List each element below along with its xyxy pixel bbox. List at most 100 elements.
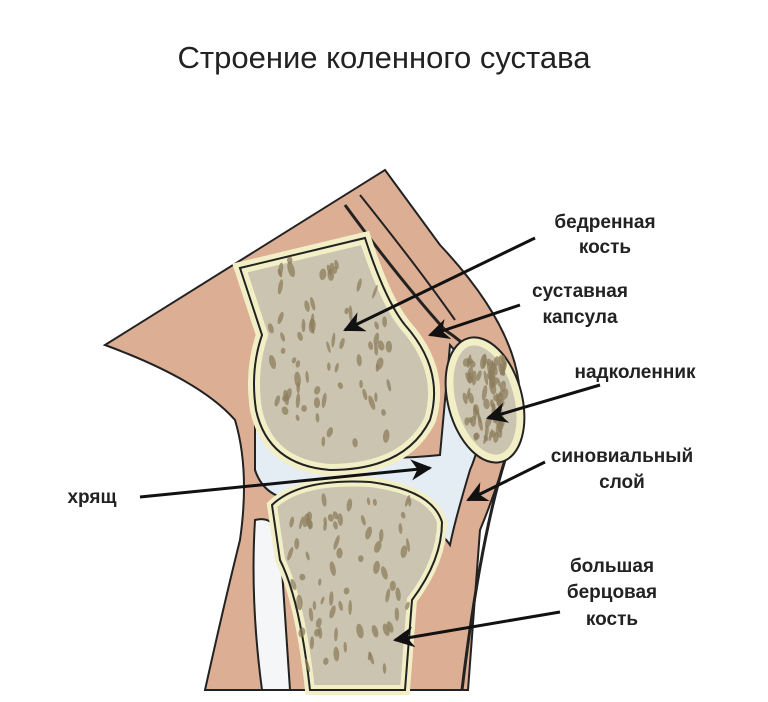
bone-spot — [379, 528, 384, 543]
bone-spot — [295, 360, 301, 368]
bone-spot — [462, 392, 468, 405]
bone-spot — [473, 404, 477, 420]
bone-spot — [281, 406, 289, 415]
bone-spot — [404, 495, 411, 507]
bone-spot — [362, 388, 368, 401]
bone-spot — [473, 432, 479, 441]
bone-spot — [294, 537, 300, 550]
label-capsule-1: суставная — [532, 281, 628, 302]
bone-spot — [337, 382, 343, 389]
synovial-pointer — [466, 460, 546, 502]
bone-spot — [352, 438, 358, 448]
bone-spot — [280, 332, 286, 342]
bone-spot — [290, 579, 297, 590]
bone-spot — [374, 392, 378, 402]
bone-texture — [267, 256, 509, 674]
bone-spot — [305, 516, 313, 529]
bone-spot — [274, 395, 281, 407]
label-synovial-1: синовиальный — [551, 446, 693, 467]
bone-spot — [372, 284, 378, 299]
bone-spot — [389, 580, 396, 591]
bone-spot — [385, 588, 391, 603]
bone-spot — [356, 354, 362, 367]
bone-spot — [305, 551, 310, 561]
bone-spot — [381, 409, 386, 416]
bone-spot — [329, 561, 336, 576]
bone-spot — [299, 573, 306, 581]
bone-spot — [493, 356, 500, 367]
bone-spot — [486, 361, 491, 376]
bone-spot — [323, 657, 329, 666]
bone-spot — [400, 545, 408, 558]
bone-spot — [395, 587, 401, 601]
bone-spot — [483, 370, 489, 386]
bone-spot — [277, 268, 283, 278]
bone-spot — [464, 417, 470, 426]
label-femur-2: кость — [579, 237, 631, 258]
bone-spot — [493, 432, 499, 443]
capsule-pointer — [428, 303, 521, 339]
bone-spot — [382, 429, 390, 443]
bone-spot — [359, 379, 363, 389]
bone-spot — [358, 555, 364, 563]
diagram-title: Строение коленного сустава — [177, 40, 591, 75]
bone-spot — [405, 601, 410, 610]
bone-spot — [374, 540, 382, 553]
bone-spot — [315, 617, 322, 628]
bone-spot — [489, 374, 496, 389]
bone-spot — [339, 338, 345, 350]
bone-spot — [499, 380, 506, 393]
bone-spot — [360, 515, 366, 526]
bone-spot — [304, 300, 310, 312]
bone-spot — [366, 497, 371, 506]
bone-spot — [326, 264, 332, 276]
bone-spot — [308, 318, 316, 333]
bone-spot — [287, 261, 295, 278]
bone-spot — [297, 331, 303, 341]
bone-spot — [346, 498, 353, 512]
bone-spot — [294, 371, 301, 388]
bone-spot — [323, 522, 327, 531]
bone-spot — [327, 362, 331, 371]
bone-spot — [348, 599, 352, 616]
bone-spot — [400, 511, 406, 519]
bone-spot — [338, 600, 343, 611]
bone-spot — [374, 343, 379, 356]
bone-spot — [368, 395, 376, 410]
bone-spot — [268, 355, 277, 370]
bone-spot — [321, 436, 326, 447]
bone-spot — [477, 416, 483, 431]
bone-spot — [356, 278, 362, 292]
bone-spot — [321, 392, 327, 408]
patella-pointer — [485, 383, 601, 423]
bone-spot — [380, 566, 388, 580]
bone-spot — [280, 347, 286, 354]
bone-spot — [329, 591, 334, 606]
bone-spot — [298, 627, 306, 638]
bone-spot — [398, 522, 403, 535]
bone-spot — [310, 297, 316, 311]
bone-spot — [315, 413, 320, 423]
bone-spot — [365, 526, 373, 540]
bone-spot — [326, 341, 331, 353]
bone-spot — [287, 546, 294, 561]
bone-spot — [343, 641, 347, 653]
bone-spot — [368, 651, 375, 665]
bone-spot — [492, 394, 499, 402]
bone-spot — [277, 311, 284, 325]
bone-spot — [476, 370, 482, 382]
bone-spot — [313, 397, 321, 409]
bone-spot — [295, 393, 301, 409]
bone-spot — [326, 427, 334, 438]
bone-spot — [373, 332, 380, 346]
bone-spot — [318, 578, 322, 586]
bone-spot — [301, 318, 306, 333]
bone-spot — [382, 623, 390, 637]
bone-spot — [301, 405, 307, 412]
bone-spot — [286, 256, 293, 264]
bone-spot — [385, 340, 393, 353]
bone-spot — [334, 362, 339, 373]
bone-spot — [482, 353, 487, 368]
bone-spot — [308, 607, 314, 622]
